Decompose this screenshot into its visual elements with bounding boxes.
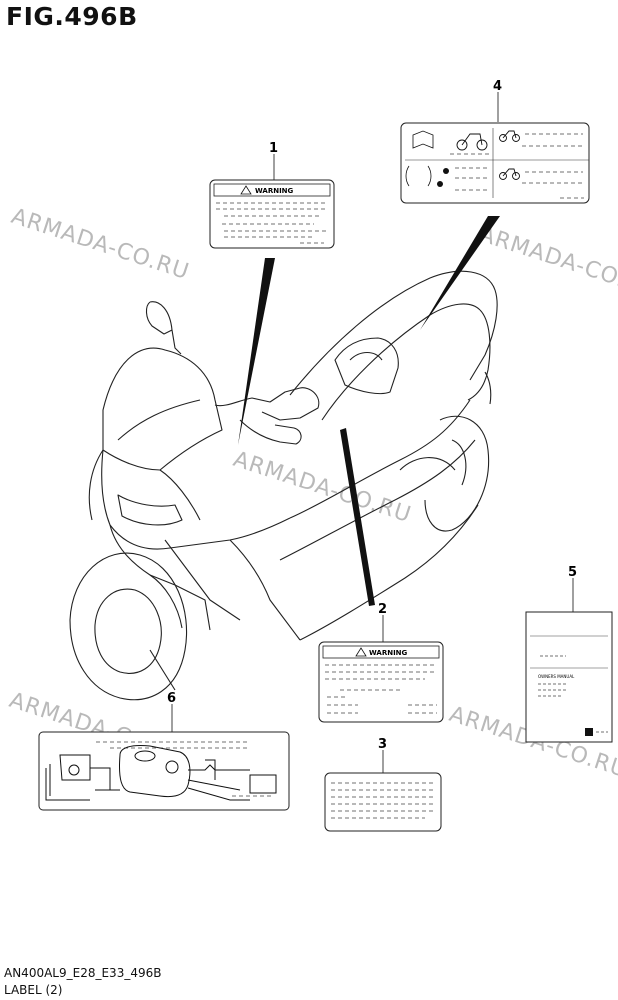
label-3-info [324,772,442,832]
motorcycle-icon [499,130,520,142]
label-4-pictogram [400,122,590,204]
figure-title: FIG.496B [6,2,138,31]
label-1-warning: WARNING [209,179,335,249]
callout-5: 5 [568,565,577,580]
motorcycle-icon [456,133,488,151]
warning-label-text: WARNING [255,187,294,195]
canister-icon [249,774,277,794]
watermark-text: ARMADA-CO.RU [8,204,192,285]
scooter-outline [69,270,498,701]
figure-model-code: AN400AL9_E28_E33_496B [4,966,162,980]
warning-triangle-icon [240,185,252,195]
fuel-tank-icon [119,745,191,798]
callout-2: 2 [378,602,387,617]
callout-1: 1 [269,141,278,156]
owners-manual-title: OWNERS MANUAL [538,674,575,679]
watermark-text: ARMADA-CO.RU [476,222,618,303]
book-icon [412,130,434,149]
item-5-owners-manual: OWNERS MANUAL [525,611,613,743]
warning-triangle-icon [355,647,367,657]
callout-4: 4 [493,79,502,94]
figure-caption: LABEL (2) [4,983,63,997]
callout-6: 6 [167,691,176,706]
watermark-text: ARMADA-CO.RU [230,447,414,528]
motorcycle-icon [499,168,520,180]
throttle-body-icon [59,754,91,781]
fuel-cap-icon [165,760,179,774]
callout-group [171,92,574,773]
suzuki-logo-icon [585,728,593,736]
warning-label-text: WARNING [369,649,408,657]
rider-icon [437,168,449,187]
label-2-warning: WARNING [318,641,444,723]
leader-pointers [238,216,500,606]
tire-pressure-icon [405,165,432,187]
label-6-system-diagram [38,731,290,811]
callout-3: 3 [378,737,387,752]
